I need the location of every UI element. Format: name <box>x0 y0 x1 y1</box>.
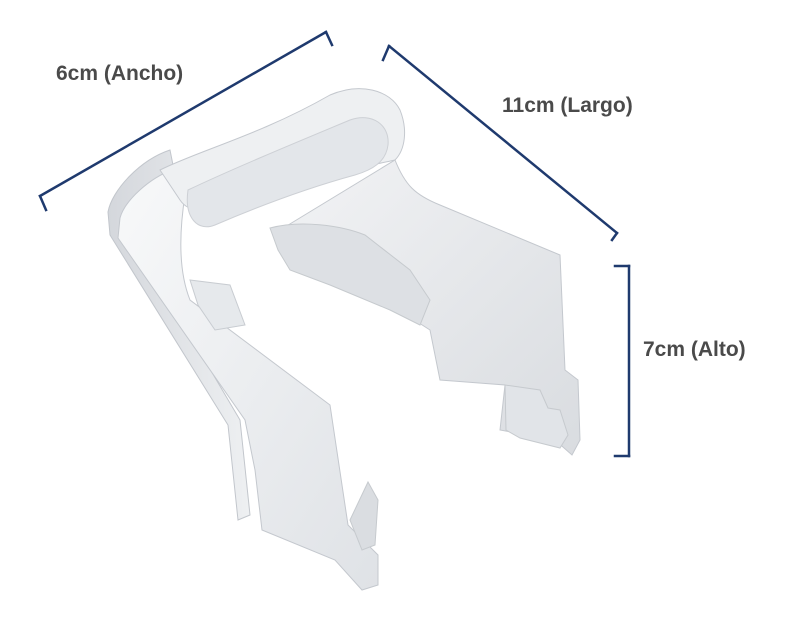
height-dimension-line <box>613 264 631 458</box>
clip-left-foot <box>349 480 379 551</box>
plastic-clip-illustration <box>107 88 581 591</box>
length-label: 11cm (Largo) <box>502 94 633 117</box>
width-label: 6cm (Ancho) <box>56 62 184 85</box>
clip-bridge-inner <box>186 117 389 228</box>
clip-left-lower-tab <box>189 279 246 331</box>
clip-left-arm-front <box>117 169 379 591</box>
width-dimension-line <box>38 30 334 212</box>
height-label: 7cm (Alto) <box>643 338 746 361</box>
clip-inner-crosspiece <box>269 223 431 326</box>
length-dimension-line <box>381 44 619 242</box>
clip-right-foot <box>504 384 569 449</box>
